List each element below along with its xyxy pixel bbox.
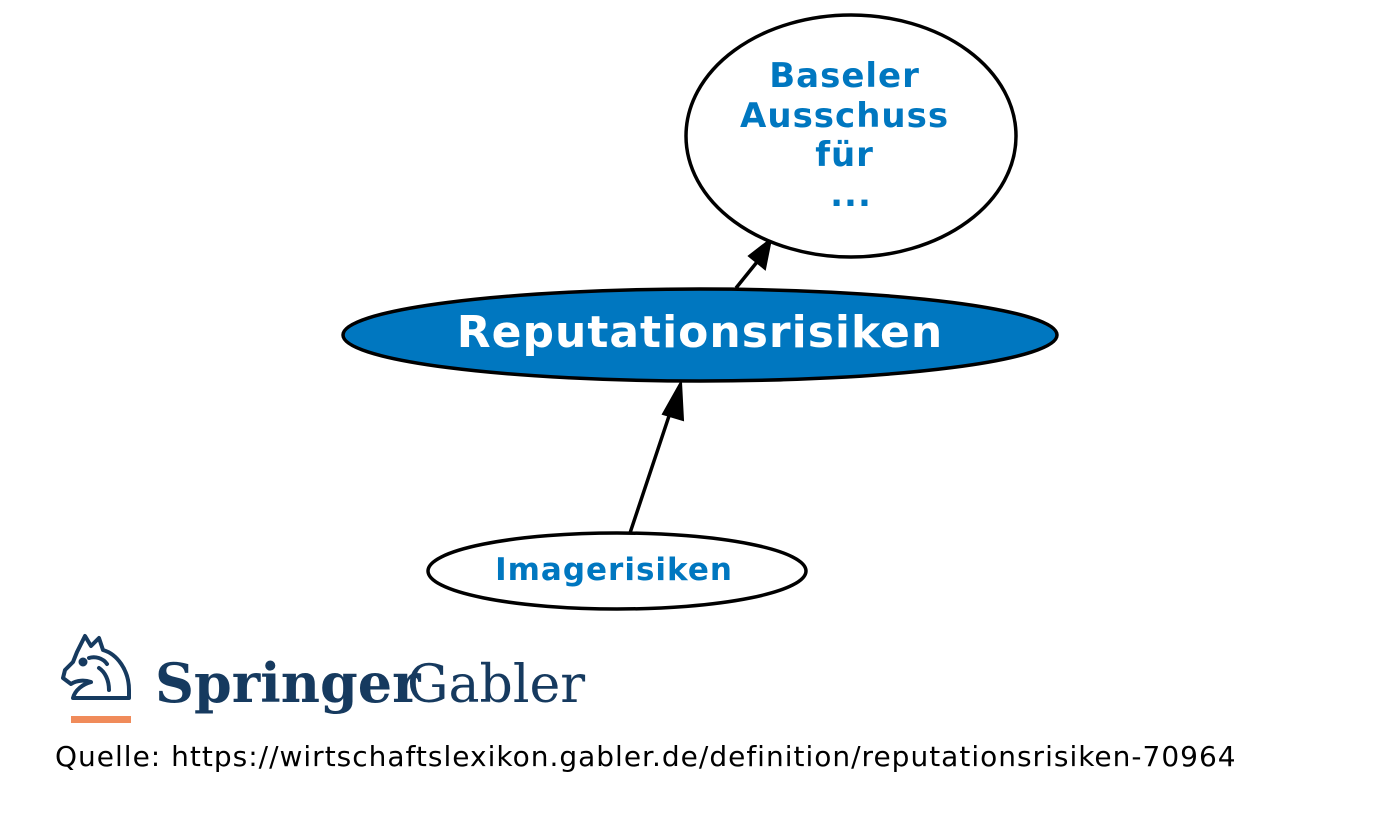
logo-word-gabler: Gabler: [407, 655, 585, 715]
source-citation: Quelle: https://wirtschaftslexikon.gable…: [55, 740, 1237, 773]
node-reputationsrisiken[interactable]: Reputationsrisiken: [341, 287, 1059, 383]
node-imagerisiken[interactable]: Imagerisiken: [426, 531, 808, 611]
springer-knight-icon: [61, 634, 131, 700]
concept-diagram: Baseler Ausschuss für ... Reputationsris…: [341, 13, 1059, 611]
springer-gabler-logo: Springer Gabler: [61, 634, 585, 723]
edge-reputationsrisiken-to-baseler: [734, 236, 773, 290]
logo-word-springer: Springer: [155, 651, 421, 715]
arrowhead-icon: [747, 236, 773, 271]
node-baseler-line-3: für: [815, 135, 874, 175]
arrowhead-icon: [661, 378, 685, 422]
node-imagerisiken-label: Imagerisiken: [495, 552, 733, 588]
edge-imagerisiken-to-reputationsrisiken: [628, 378, 685, 534]
node-baseler-line-2: Ausschuss: [740, 96, 949, 136]
logo-orange-bar: [71, 716, 131, 723]
svg-text:Baseler Ausschuss: Baseler Ausschuss für ...: [740, 56, 962, 215]
node-baseler-line-1: Baseler: [769, 56, 920, 96]
node-baseler-ausschuss[interactable]: Baseler Ausschuss für ...: [684, 13, 1018, 259]
node-baseler-line-4: ...: [830, 175, 872, 215]
node-reputationsrisiken-label: Reputationsrisiken: [457, 307, 943, 358]
